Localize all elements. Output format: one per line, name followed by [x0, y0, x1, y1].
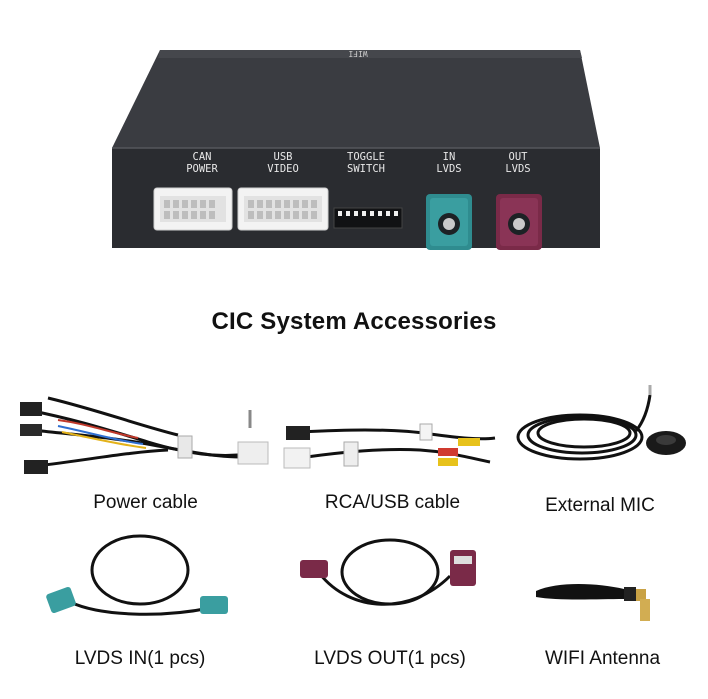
port-label-lvds-in: LVDS: [436, 163, 461, 175]
can-power-connector: [153, 187, 233, 231]
interface-box-image: WIFI CAN POWER USB VIDEO TOGGLE SWITCH I…: [112, 49, 600, 250]
caption-lvds-in: LVDS IN(1 pcs): [74, 648, 206, 669]
port-label-video: VIDEO: [267, 163, 299, 175]
port-label-in: IN: [443, 151, 456, 163]
box-top-face: [112, 50, 600, 148]
caption-external-mic: External MIC: [545, 495, 655, 516]
wifi-top-label: WIFI: [348, 49, 367, 58]
lvds-in-cable-icon: [46, 534, 228, 616]
rca-usb-cable-icon: [283, 423, 496, 469]
port-label-lvds-out: LVDS: [505, 163, 530, 175]
toggle-switch-block: [333, 207, 403, 229]
caption-rca-usb-cable: RCA/USB cable: [324, 492, 461, 513]
lvds-out-cable-icon: [300, 538, 476, 606]
port-label-can: CAN: [193, 151, 212, 163]
caption-power-cable: Power cable: [93, 492, 198, 513]
accessories-heading: CIC System Accessories: [211, 308, 497, 335]
wifi-antenna-icon: [536, 584, 650, 621]
port-label-usb: USB: [274, 151, 293, 163]
external-mic-icon: [516, 385, 686, 461]
usb-video-connector: [237, 187, 329, 231]
caption-wifi-antenna: WIFI Antenna: [544, 648, 661, 669]
port-label-switch: SWITCH: [347, 163, 385, 175]
power-cable-icon: [20, 396, 269, 474]
port-label-out: OUT: [509, 151, 529, 163]
caption-lvds-out: LVDS OUT(1 pcs): [314, 648, 466, 669]
port-label-toggle: TOGGLE: [347, 151, 385, 163]
port-label-power: POWER: [186, 163, 218, 175]
lvds-out-port: [496, 194, 542, 250]
lvds-in-port: [426, 194, 472, 250]
